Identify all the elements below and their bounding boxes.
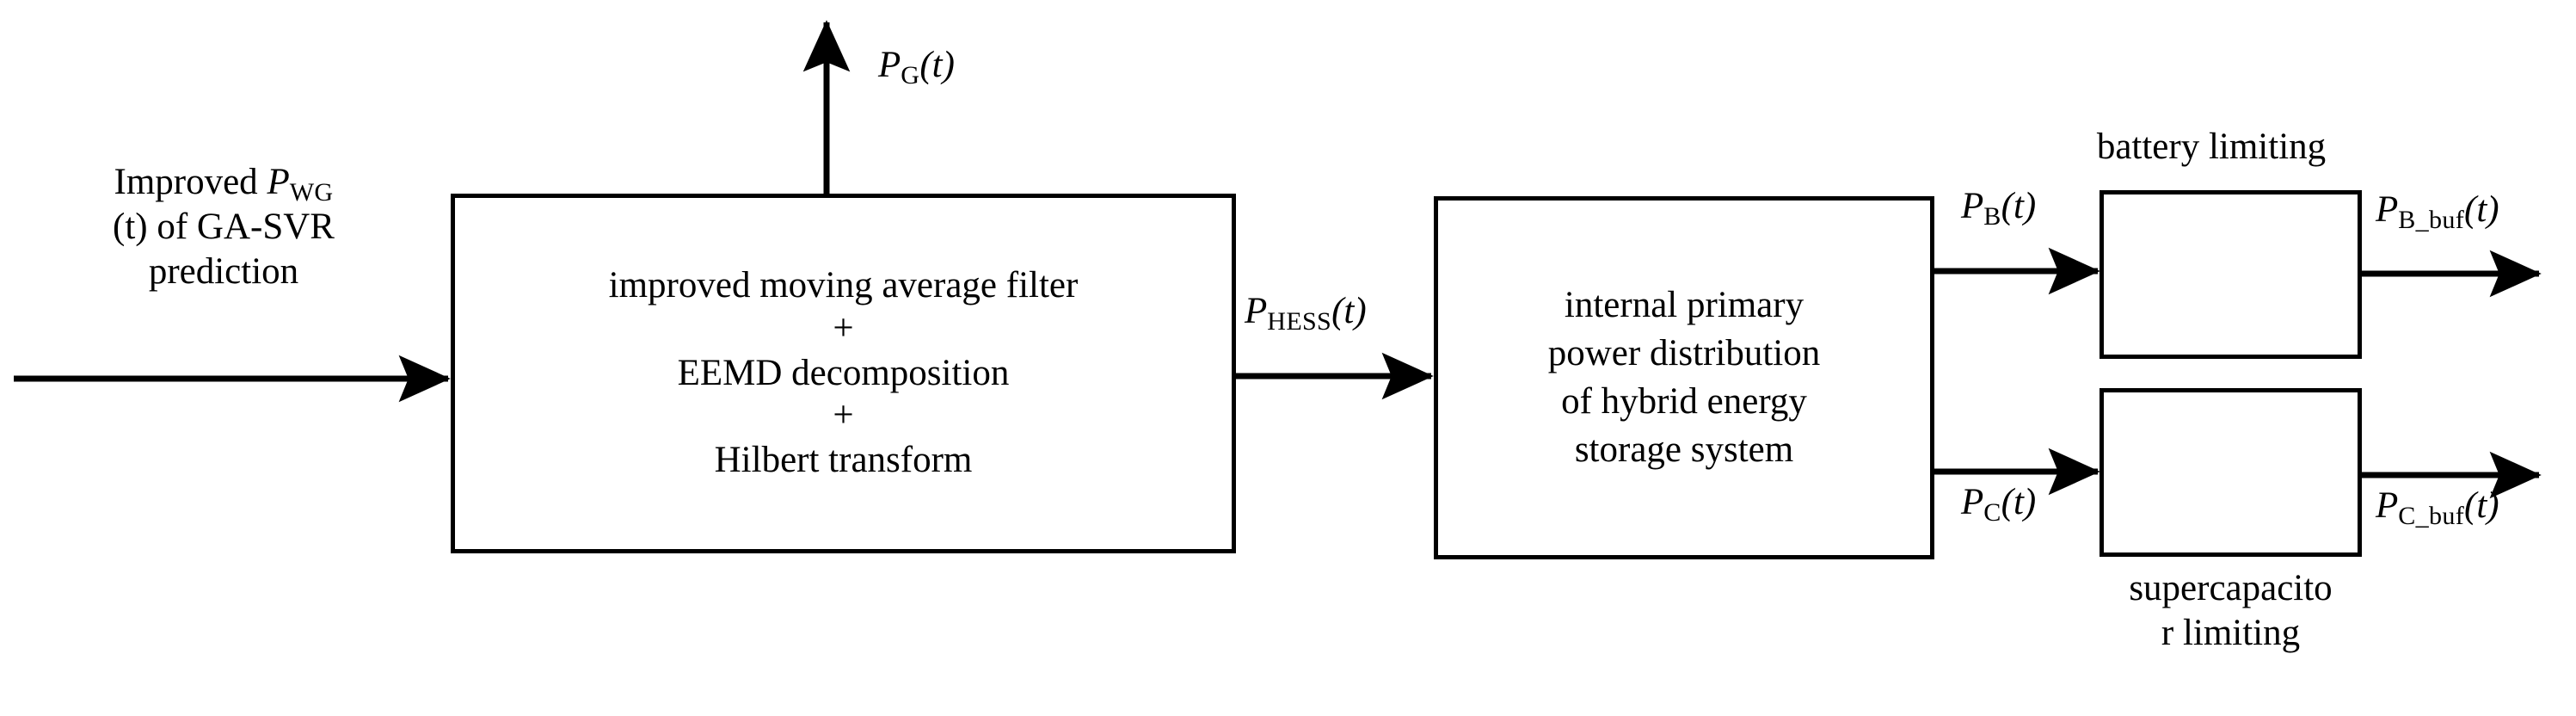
distribution-block[interactable] bbox=[1434, 196, 1934, 559]
battery-limiting-caption-text: battery limiting bbox=[2096, 127, 2327, 167]
filter-block-line-3: EEMD decomposition bbox=[677, 352, 1010, 393]
supercapacitor-limiting-caption-line2: r limiting bbox=[2161, 612, 2301, 653]
signal-pc-arg: (t) bbox=[2001, 482, 2037, 522]
supercapacitor-limiting-caption: supercapacito r limiting bbox=[2082, 566, 2379, 655]
signal-pc-buf-symbol: P bbox=[2376, 485, 2399, 526]
signal-label-pg: PG(t) bbox=[878, 46, 955, 88]
signal-pc-subscript: C bbox=[1983, 497, 2001, 527]
distribution-block-line-1: internal primary bbox=[1564, 285, 1804, 326]
filter-block-line-4: + bbox=[833, 395, 854, 436]
input-label-subscript: WG bbox=[289, 176, 334, 207]
distribution-block-line-4: storage system bbox=[1574, 429, 1794, 470]
supercapacitor-limiting-caption-line1: supercapacito bbox=[2129, 568, 2333, 608]
filter-block[interactable] bbox=[451, 194, 1236, 553]
input-label-prefix: Improved bbox=[114, 162, 267, 202]
battery-limiting-caption: battery limiting bbox=[2061, 125, 2362, 170]
input-label-line3: prediction bbox=[148, 250, 299, 292]
signal-pc-buf-subscript: C_buf bbox=[2398, 500, 2465, 530]
signal-pg-symbol: P bbox=[878, 45, 901, 85]
signal-pg-arg: (t) bbox=[919, 45, 955, 85]
signal-label-pc-buf: PC_buf(t) bbox=[2376, 487, 2499, 528]
signal-phess-subscript: HESS bbox=[1267, 306, 1332, 336]
signal-label-pb: PB(t) bbox=[1961, 188, 2036, 229]
signal-pg-subscript: G bbox=[901, 59, 920, 90]
signal-pb-subscript: B bbox=[1983, 201, 2001, 231]
signal-pb-buf-subscript: B_buf bbox=[2398, 204, 2465, 234]
signal-label-phess: PHESS(t) bbox=[1245, 293, 1367, 334]
filter-block-line-5: Hilbert transform bbox=[714, 440, 973, 481]
distribution-block-text: internal primary power distribution of h… bbox=[1434, 196, 1934, 559]
input-label-line2: (t) of GA-SVR bbox=[113, 206, 335, 247]
signal-pc-buf-arg: (t) bbox=[2464, 485, 2499, 526]
signal-pb-buf-arg: (t) bbox=[2464, 189, 2499, 230]
input-label-symbol: P bbox=[267, 162, 290, 202]
filter-block-line-1: improved moving average filter bbox=[608, 264, 1079, 306]
signal-phess-symbol: P bbox=[1245, 291, 1268, 331]
filter-block-text: improved moving average filter + EEMD de… bbox=[451, 194, 1236, 553]
distribution-block-line-2: power distribution bbox=[1547, 333, 1821, 374]
signal-phess-arg: (t) bbox=[1331, 291, 1367, 331]
signal-label-pc: PC(t) bbox=[1961, 484, 2036, 525]
signal-pb-symbol: P bbox=[1961, 186, 1984, 226]
signal-pb-arg: (t) bbox=[2001, 186, 2037, 226]
battery-limiter-block[interactable] bbox=[2100, 190, 2362, 359]
signal-label-pb-buf: PB_buf(t) bbox=[2376, 191, 2499, 232]
signal-pc-symbol: P bbox=[1961, 482, 1984, 522]
input-label-line1: Improved PWG bbox=[0, 164, 447, 205]
supercapacitor-limiter-block[interactable] bbox=[2100, 388, 2362, 557]
filter-block-line-2: + bbox=[833, 307, 854, 349]
distribution-block-line-3: of hybrid energy bbox=[1561, 381, 1807, 422]
signal-pb-buf-symbol: P bbox=[2376, 189, 2399, 230]
input-label: Improved PWG (t) of GA-SVR prediction bbox=[0, 164, 447, 293]
